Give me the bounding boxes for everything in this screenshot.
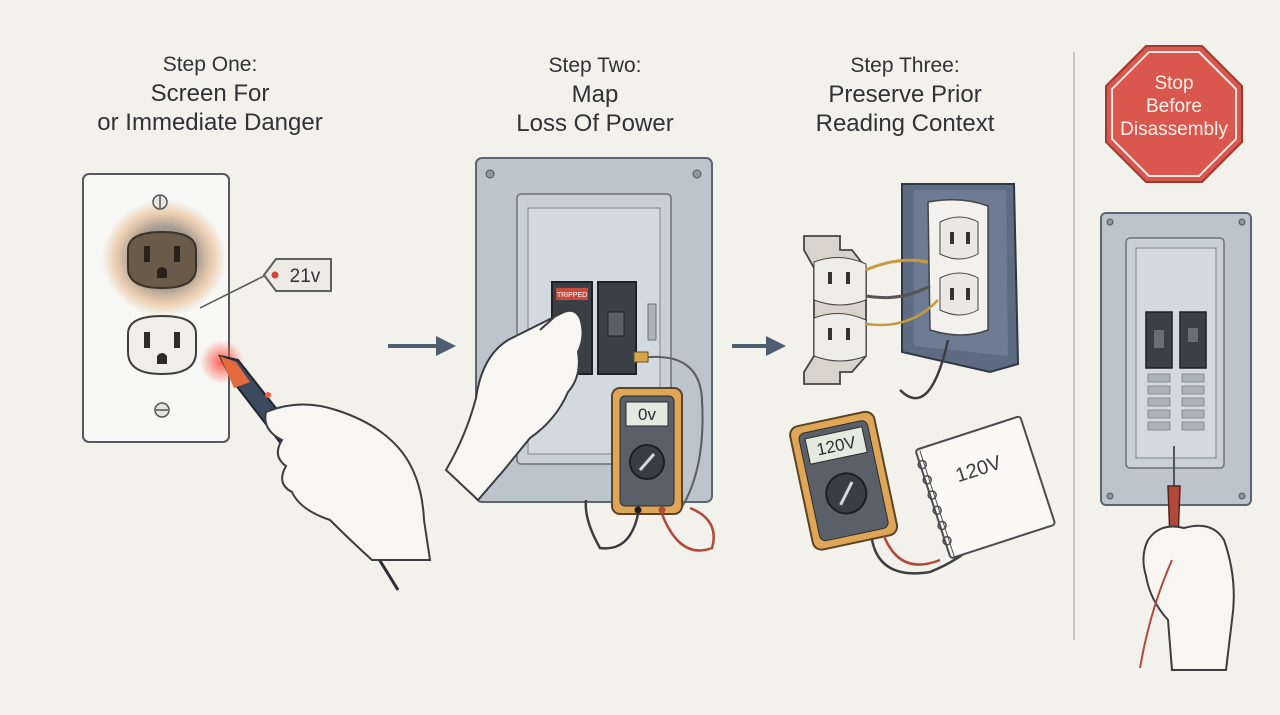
step-three-title: Step Three: Preserve Prior Reading Conte…: [780, 51, 1030, 138]
step-three-label: Step Three:: [850, 54, 960, 77]
stop-sign-line3: Disassembly: [1120, 119, 1228, 140]
receptacle-top: [127, 230, 197, 290]
step-one-heading-line2: or Immediate Danger: [97, 109, 323, 136]
outlet-box-step-three: [901, 183, 1020, 374]
arrow-right-1: [388, 336, 456, 356]
voltage-tag: 21v: [199, 258, 332, 309]
stop-sign-text: Stop Before Disassembly: [1105, 72, 1243, 141]
step-two-heading-line2: Loss Of Power: [516, 110, 674, 137]
hand-step-one: [264, 403, 432, 561]
stop-sign: [1105, 45, 1243, 183]
multimeter-step-two: 0v: [584, 387, 715, 552]
step-one-label: Step One:: [162, 53, 258, 76]
notebook: 120V: [915, 415, 1056, 559]
arrow-right-2: [732, 336, 786, 356]
stop-sign-line1: Stop: [1154, 73, 1194, 94]
section-divider: [1073, 52, 1075, 640]
voltage-tag-value: 21v: [290, 266, 321, 287]
stop-breaker-right: [1179, 311, 1207, 369]
receptacle-bottom: [127, 314, 197, 376]
step-one-heading-line1: Screen For: [150, 80, 270, 107]
removed-receptacle: [803, 235, 950, 400]
multimeter-step-two-reading: 0v: [638, 405, 656, 424]
stop-sign-line2: Before: [1146, 96, 1202, 117]
step-two-heading-line1: Map: [571, 81, 619, 108]
tripped-breaker-label: TRIPPED: [557, 292, 587, 299]
breaker-panel-stop: [1100, 212, 1252, 506]
step-one-title: Step One: Screen For or Immediate Danger: [60, 50, 360, 137]
hand-step-two: [444, 299, 584, 502]
burned-outlet: [82, 173, 230, 443]
step-three-heading-line2: Reading Context: [815, 110, 995, 137]
multimeter-step-three: 120V: [789, 410, 981, 575]
step-two-title: Step Two: Map Loss Of Power: [470, 51, 720, 138]
probe-and-hand-stop: [1139, 446, 1235, 671]
step-three-heading-line1: Preserve Prior: [828, 81, 982, 108]
step-two-label: Step Two:: [548, 54, 642, 77]
